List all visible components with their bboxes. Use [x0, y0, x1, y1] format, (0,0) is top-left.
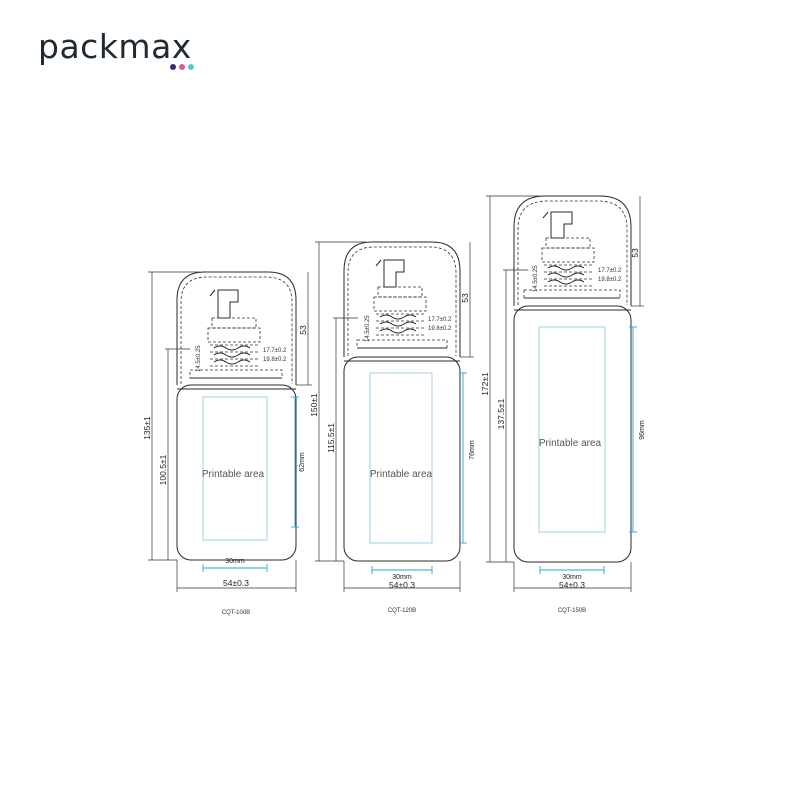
printable-area-label: Printable area [370, 469, 433, 480]
printable-area-label: Printable area [539, 438, 602, 449]
bottle-cqt-120b: Printable area 17.7±0.2 19.8±0.2 14.5±0.… [309, 241, 476, 614]
dim-b-label: 19.8±0.2 [598, 277, 622, 283]
cap-height-dim: 53 [630, 196, 644, 307]
width-dim: 54±0.3 [343, 561, 461, 592]
width-label: 54±0.3 [223, 578, 249, 588]
model-label: CQT-100B [222, 610, 250, 616]
model-label: CQT-120B [388, 608, 416, 614]
printable-area-label: Printable area [202, 469, 265, 480]
brand-dot-3 [188, 64, 194, 70]
dim-c-label: 14.5±0.25 [533, 265, 539, 292]
height-body-label: 100.5±1 [158, 454, 168, 485]
height-body-dim: 137.5±1 [496, 269, 528, 562]
height-body-dim: 115.5±1 [326, 317, 358, 561]
cap-height-label: 53 [460, 293, 470, 303]
width-label: 54±0.3 [389, 580, 415, 590]
height-total-label: 135±1 [142, 416, 152, 440]
bottle-cqt-150b: Printable area 17.7±0.2 19.8±0.2 14.5±0.… [480, 195, 646, 614]
dim-a-label: 17.7±0.2 [428, 317, 452, 323]
pump-mechanism [356, 259, 448, 349]
cap-height-dim: 53 [460, 242, 474, 358]
brand-dot-2 [179, 64, 185, 70]
printable-area-box [202, 396, 268, 541]
height-total-label: 172±1 [480, 372, 490, 396]
dim-b-label: 19.8±0.2 [263, 357, 287, 363]
printable-width-label: 30mm [225, 558, 245, 565]
bottle-body [343, 356, 461, 562]
height-body-label: 115.5±1 [326, 423, 336, 453]
cap-height-label: 53 [298, 325, 308, 335]
printable-width-dim: 30mm [371, 566, 433, 581]
printable-area-box [369, 372, 433, 544]
bottle-body [176, 384, 297, 561]
brand-dots [170, 64, 194, 70]
pump-mechanism [523, 211, 621, 299]
brand-logo: packmax [38, 27, 194, 70]
dim-c-label: 14.5±0.25 [365, 315, 371, 342]
height-body-dim: 100.5±1 [158, 348, 190, 560]
dim-a-label: 17.7±0.2 [598, 268, 622, 274]
width-label: 54±0.3 [559, 580, 585, 590]
width-dim: 54±0.3 [176, 560, 297, 592]
height-total-dim: 150±1 [309, 241, 366, 562]
bottle-cqt-100b: Printable area 17.7±0.2 19.8±0.2 14.5±0.… [142, 271, 312, 616]
brand-dot-1 [170, 64, 176, 70]
dim-b-label: 19.8±0.2 [428, 326, 452, 332]
overcap-outline [513, 195, 632, 306]
printable-area-box [538, 326, 606, 533]
height-total-dim: 172±1 [480, 195, 540, 563]
printable-height-label: 62mm [299, 452, 306, 472]
printable-height-dim: 62mm [291, 396, 306, 528]
printable-width-label: 30mm [392, 574, 412, 581]
brand-name: packmax [38, 27, 192, 66]
printable-width-dim: 30mm [539, 566, 605, 581]
printable-height-label: 76mm [469, 440, 476, 460]
dim-a-label: 17.7±0.2 [263, 348, 287, 354]
cap-height-label: 53 [630, 248, 640, 258]
width-dim: 54±0.3 [513, 562, 632, 592]
printable-height-dim: 96mm [629, 326, 646, 533]
height-total-dim: 135±1 [142, 271, 200, 561]
overcap-outline [343, 241, 461, 357]
printable-height-label: 96mm [639, 420, 646, 440]
pump-mechanism [189, 289, 283, 379]
cap-height-dim: 53 [296, 272, 312, 386]
overcap-outline [176, 271, 297, 385]
model-label: CQT-150B [558, 608, 586, 614]
printable-height-dim: 76mm [459, 372, 476, 544]
printable-width-label: 30mm [562, 574, 582, 581]
height-body-label: 137.5±1 [496, 398, 506, 429]
dim-c-label: 14.5±0.25 [196, 345, 202, 372]
height-total-label: 150±1 [309, 393, 319, 417]
bottle-body [513, 305, 632, 563]
printable-width-dim: 30mm [202, 558, 268, 572]
